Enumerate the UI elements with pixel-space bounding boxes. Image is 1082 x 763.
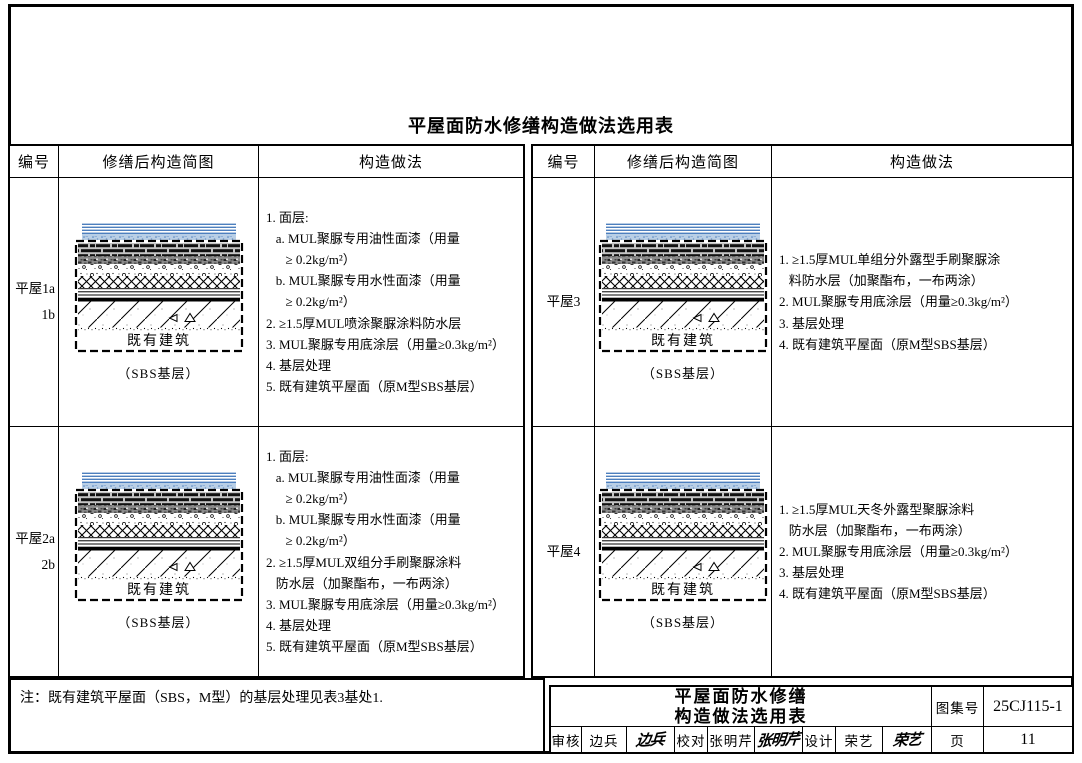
existing-structure-outline — [74, 488, 243, 602]
method-cell: 1. 面层: a. MUL聚脲专用油性面漆（用量 ≥ 0.2kg/m²） b. … — [259, 427, 523, 676]
roof-section-diagram: 既有建筑 — [74, 472, 243, 602]
method-cell: 1. ≥1.5厚MUL单组分外露型手刷聚脲涂 料防水层（加聚酯布，一布两涂） 2… — [772, 178, 1072, 427]
check-label: 校对 — [675, 727, 708, 752]
note-text: 注：既有建筑平屋面（SBS，M型）的基层处理见表3基处1. — [20, 691, 383, 706]
method-cell: 1. 面层: a. MUL聚脲专用油性面漆（用量 ≥ 0.2kg/m²） b. … — [259, 178, 523, 427]
row-id-label: 平屋2a 2b — [10, 427, 59, 676]
reviewer-name: 边兵 — [582, 727, 627, 752]
atlas-no-label: 图集号 — [932, 687, 984, 726]
review-label: 审核 — [551, 727, 582, 752]
roof-section-diagram-cell: 既有建筑 （SBS基层） — [595, 427, 772, 676]
row-id-label: 平屋1a 1b — [10, 178, 59, 427]
header-cell-method: 构造做法 — [259, 146, 523, 178]
base-layer-caption: （SBS基层） — [117, 615, 200, 630]
page-title: 平屋面防水修缮构造做法选用表 — [408, 116, 674, 136]
note-cell: 注：既有建筑平屋面（SBS，M型）的基层处理见表3基处1. — [8, 678, 545, 754]
design-label: 设计 — [803, 727, 836, 752]
reviewer-signature: 边兵 — [627, 727, 675, 752]
existing-building-label: 既有建筑 — [127, 333, 191, 349]
checker-signature: 张明芹 — [755, 727, 803, 752]
existing-building-label: 既有建筑 — [651, 333, 715, 349]
header-cell-diagram: 修缮后构造简图 — [59, 146, 259, 178]
existing-structure-outline — [598, 488, 768, 602]
method-text: 1. 面层: a. MUL聚脲专用油性面漆（用量 ≥ 0.2kg/m²） b. … — [266, 210, 505, 394]
method-text: 1. ≥1.5厚MUL天冬外露型聚脲涂料 防水层（加聚酯布，一布两涂） 2. M… — [779, 501, 1018, 602]
atlas-no-value: 25CJ115-1 — [993, 697, 1063, 715]
designer-name: 荣艺 — [836, 727, 883, 752]
designer-signature: 荣艺 — [883, 727, 932, 752]
header-cell-diagram: 修缮后构造简图 — [595, 146, 772, 178]
base-layer-caption: （SBS基层） — [117, 365, 200, 381]
base-layer-caption: （SBS基层） — [641, 615, 725, 630]
new-coating-layer — [81, 222, 236, 234]
method-cell: 1. ≥1.5厚MUL天冬外露型聚脲涂料 防水层（加聚酯布，一布两涂） 2. M… — [772, 427, 1072, 676]
selection-table-left: 编号 修缮后构造简图 构造做法 平屋1a 1b 既有建筑 （SBS基层） — [8, 144, 525, 678]
existing-structure-outline — [598, 239, 768, 352]
page-no-value: 11 — [1020, 730, 1036, 748]
roof-section-diagram-cell: 既有建筑 （SBS基层） — [59, 427, 259, 676]
roof-section-diagram: 既有建筑 — [598, 472, 768, 602]
roof-section-diagram-cell: 既有建筑 （SBS基层） — [59, 178, 259, 427]
method-text: 1. ≥1.5厚MUL单组分外露型手刷聚脲涂 料防水层（加聚酯布，一布两涂） 2… — [779, 252, 1018, 352]
existing-building-label: 既有建筑 — [127, 582, 191, 598]
existing-structure-outline — [74, 239, 243, 352]
roof-section-diagram-cell: 既有建筑 （SBS基层） — [595, 178, 772, 427]
header-cell-id: 编号 — [10, 146, 59, 178]
existing-building-label: 既有建筑 — [651, 582, 715, 598]
title-block: 平屋面防水修缮 构造做法选用表 图集号 25CJ115-1 审核 边兵 边兵 校… — [549, 685, 1074, 754]
roof-section-diagram: 既有建筑 — [74, 222, 243, 352]
checker-name: 张明芹 — [708, 727, 755, 752]
base-layer-caption: （SBS基层） — [641, 365, 725, 381]
header-cell-method: 构造做法 — [772, 146, 1072, 178]
page-label: 页 — [932, 727, 984, 752]
row-id-label: 平屋3 — [533, 178, 595, 427]
selection-table-right: 编号 修缮后构造简图 构造做法 平屋3 既有建筑 （SBS基层） — [531, 144, 1074, 678]
title-block-title: 平屋面防水修缮 构造做法选用表 — [551, 687, 932, 726]
method-text: 1. 面层: a. MUL聚脲专用油性面漆（用量 ≥ 0.2kg/m²） b. … — [266, 449, 505, 654]
coating-primer-layer — [81, 233, 236, 240]
roof-section-diagram: 既有建筑 — [598, 222, 768, 352]
row-id-label: 平屋4 — [533, 427, 595, 676]
header-cell-id: 编号 — [533, 146, 595, 178]
